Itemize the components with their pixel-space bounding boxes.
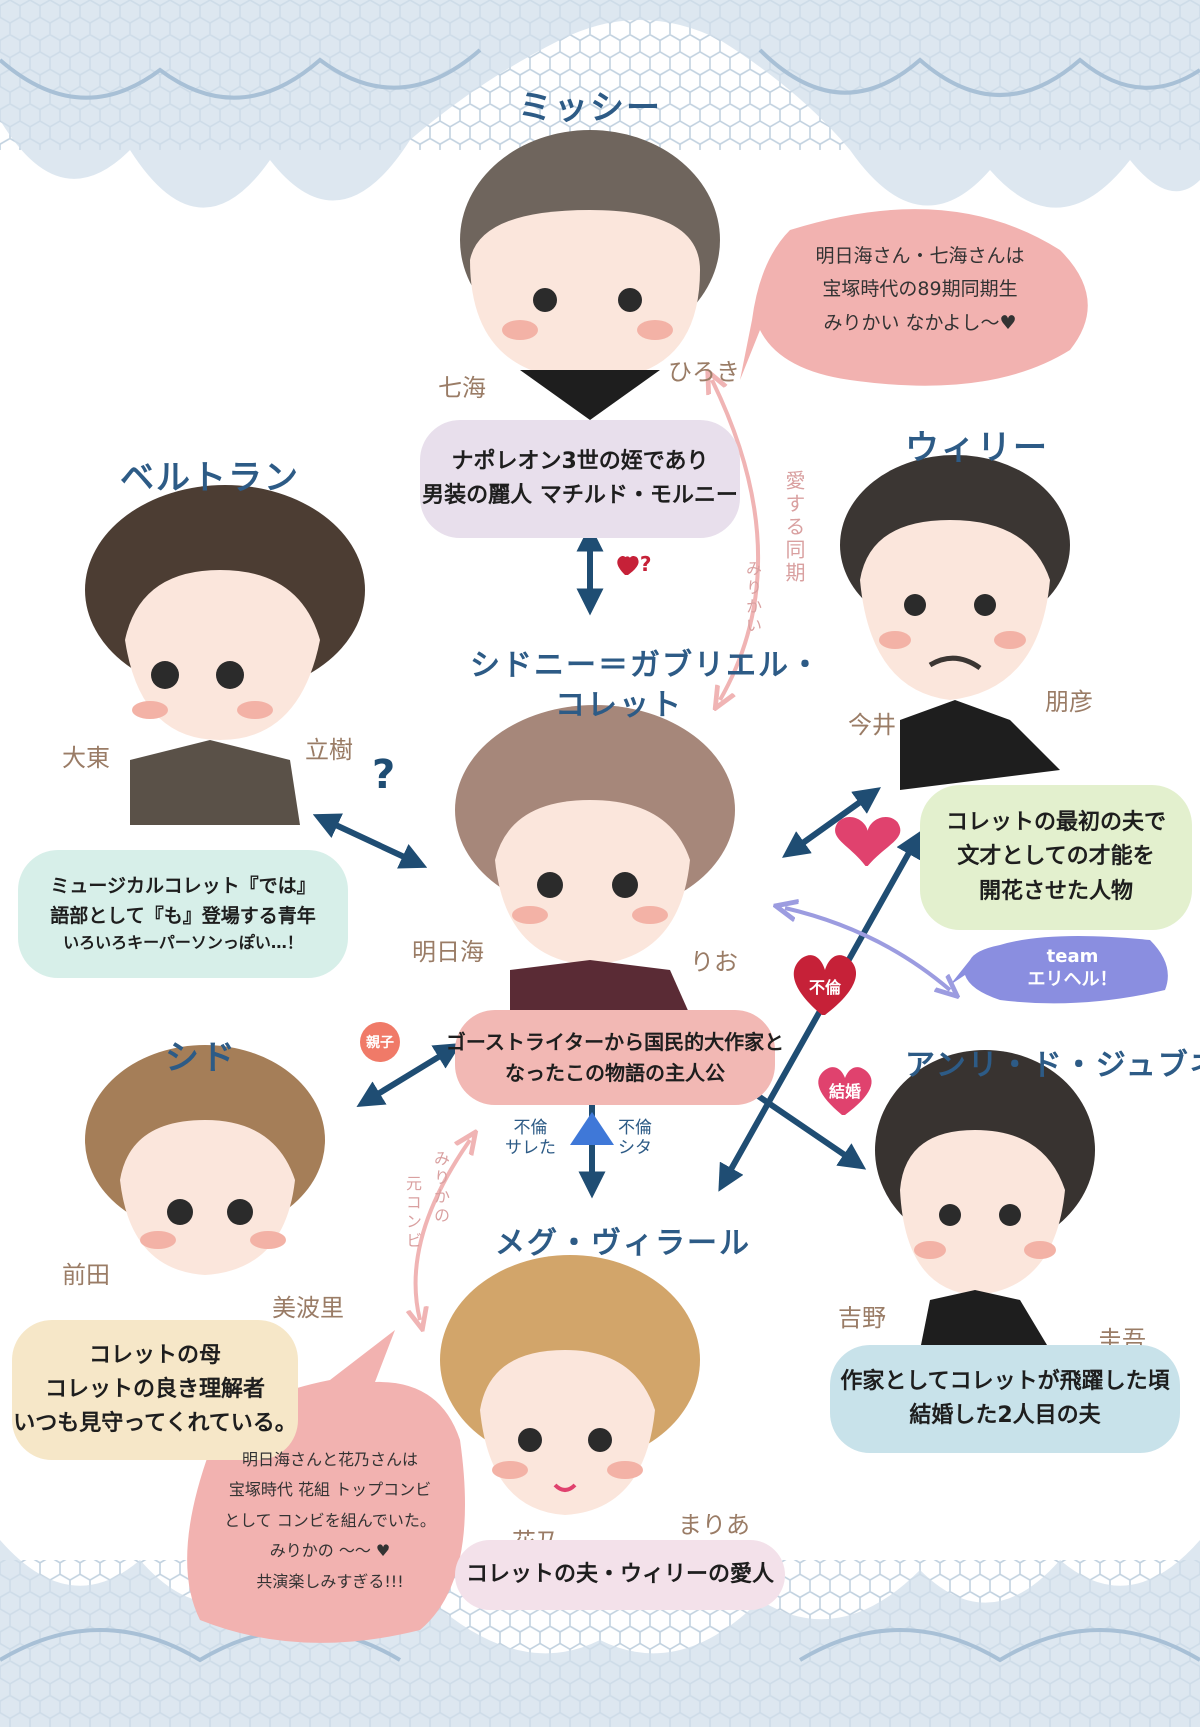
name-willy: ウィリー bbox=[905, 428, 1049, 468]
name-sido: シド bbox=[165, 1038, 237, 1078]
label-furin-sareta: 不倫 サレた bbox=[505, 1118, 556, 1159]
label-oyako: 親子 bbox=[366, 1035, 394, 1051]
desc-bertrand-line1: ミュージカルコレット『では』 bbox=[50, 875, 316, 898]
desc-willy-line3: 開花させた人物 bbox=[978, 878, 1133, 904]
desc-henri-line1: 作家としてコレットが飛躍した頃 bbox=[840, 1368, 1170, 1394]
heart-kekkon-top bbox=[835, 816, 901, 866]
label-love-question: ♥? bbox=[622, 552, 652, 576]
note-doki-line2: 宝塚時代の89期同期生 bbox=[822, 278, 1018, 301]
desc-sido-line1: コレットの母 bbox=[88, 1342, 221, 1368]
actor-henri-last: 吉野 bbox=[838, 1304, 886, 1332]
name-colette-line2: コレット bbox=[555, 688, 683, 723]
portrait-missy bbox=[460, 130, 720, 420]
desc-willy-line1: コレットの最初の夫で bbox=[945, 810, 1166, 836]
label-furin-sareta-line1: 不倫 bbox=[513, 1118, 548, 1138]
desc-willy-line2: 文才としての才能を bbox=[957, 844, 1155, 870]
note-team: team エリヘル！ bbox=[985, 945, 1160, 992]
desc-bertrand: ミュージカルコレット『では』 語部として『も』登場する青年 いろいろキーパーソン… bbox=[18, 850, 348, 978]
label-furin: 不倫 bbox=[808, 978, 841, 997]
combi-arrow bbox=[416, 1140, 470, 1320]
note-doki-line1: 明日海さん・七海さんは bbox=[815, 245, 1025, 267]
desc-colette-line1: ゴーストライターから国民的大作家と bbox=[445, 1029, 785, 1054]
portrait-meg bbox=[440, 1255, 700, 1515]
actor-meg-first: まりあ bbox=[678, 1511, 750, 1539]
desc-sido-line3: いつも見守ってくれている。 bbox=[13, 1411, 297, 1437]
actor-bertrand-first: 立樹 bbox=[305, 736, 353, 764]
desc-missy-line1: ナポレオン3世の姪であり bbox=[451, 448, 709, 474]
label-mirika: みりかの bbox=[431, 1150, 450, 1226]
team-arrow bbox=[785, 908, 950, 990]
heart-furin bbox=[793, 955, 857, 1015]
name-colette-line1: シドニー＝ガブリエル・ bbox=[470, 648, 822, 683]
note-combi-line3: として コンビを組んでいた。 bbox=[224, 1510, 436, 1530]
lace-top bbox=[0, 0, 1200, 208]
desc-meg-line1: コレットの夫・ウィリーの愛人 bbox=[465, 1561, 774, 1587]
desc-willy: コレットの最初の夫で 文才としての才能を 開花させた人物 bbox=[920, 785, 1192, 930]
label-kekkon-bottom: 結婚 bbox=[828, 1082, 861, 1101]
portrait-colette bbox=[455, 705, 735, 1015]
actor-missy-first: ひろき bbox=[668, 358, 740, 386]
actor-bertrand-last: 大東 bbox=[62, 744, 110, 772]
desc-colette-line2: なったこの物語の主人公 bbox=[505, 1060, 725, 1085]
desc-sido-line2: コレットの良き理解者 bbox=[44, 1376, 265, 1402]
note-team-line2: エリヘル！ bbox=[1027, 969, 1118, 991]
small-heart bbox=[617, 555, 639, 575]
desc-missy-line2: 男装の麗人 マチルド・モルニー bbox=[422, 483, 738, 508]
desc-meg: コレットの夫・ウィリーの愛人 bbox=[455, 1540, 785, 1610]
actor-sido-last: 前田 bbox=[62, 1261, 110, 1289]
actor-willy-last: 今井 bbox=[848, 711, 896, 739]
label-question: ? bbox=[372, 752, 396, 798]
portrait-henri bbox=[875, 1050, 1095, 1350]
label-furin-shita: 不倫 シタ bbox=[618, 1118, 652, 1159]
name-bertrand: ベルトラン bbox=[120, 458, 300, 498]
actor-missy-last: 七海 bbox=[438, 374, 486, 402]
desc-henri: 作家としてコレットが飛躍した頃 結婚した2人目の夫 bbox=[830, 1345, 1180, 1453]
note-combi-line1: 明日海さんと花乃さんは bbox=[241, 1450, 418, 1469]
actor-sido-first: 美波里 bbox=[272, 1294, 344, 1322]
name-meg: メグ・ヴィラール bbox=[495, 1226, 751, 1261]
label-doki-line: 愛する同期 bbox=[782, 470, 806, 585]
note-team-shape bbox=[950, 936, 1168, 1004]
portrait-sido bbox=[85, 1045, 325, 1275]
note-combi-line2: 宝塚時代 花組 トップコンビ bbox=[228, 1480, 432, 1500]
note-doki: 明日海さん・七海さんは 宝塚時代の89期同期生 みりかい なかよし〜♥ bbox=[780, 240, 1060, 340]
label-furin-shita-line2: シタ bbox=[618, 1138, 652, 1159]
desc-henri-line2: 結婚した2人目の夫 bbox=[909, 1403, 1101, 1428]
doki-arrow bbox=[712, 380, 761, 700]
desc-sido: コレットの母 コレットの良き理解者 いつも見守ってくれている。 bbox=[12, 1320, 298, 1460]
note-team-line1: team bbox=[1046, 946, 1099, 967]
name-henri: アンリ・ド・ジュブネル bbox=[905, 1048, 1200, 1083]
desc-bertrand-line2: 語部として『も』登場する青年 bbox=[50, 904, 316, 927]
note-combi-line4: みりかの 〜〜 ♥ bbox=[269, 1541, 391, 1561]
label-furin-shita-line1: 不倫 bbox=[618, 1118, 652, 1138]
actor-colette-last: 明日海 bbox=[412, 938, 484, 966]
name-missy: ミッシー bbox=[518, 88, 662, 128]
heart-kekkon-bottom bbox=[818, 1067, 872, 1115]
desc-missy: ナポレオン3世の姪であり 男装の麗人 マチルド・モルニー bbox=[420, 420, 740, 538]
label-moto-combi: 元コンビ bbox=[403, 1175, 422, 1251]
note-combi-line5: 共演楽しみすぎる!!! bbox=[256, 1571, 404, 1591]
label-kekkon-top: 結婚 bbox=[781, 767, 814, 786]
heart-oyako bbox=[360, 1022, 400, 1062]
blue-triangle bbox=[570, 1112, 614, 1145]
label-mirikai: みりかい bbox=[743, 560, 762, 636]
label-furin-sareta-line2: サレた bbox=[505, 1138, 556, 1159]
note-combi: 明日海さんと花乃さんは 宝塚時代 花組 トップコンビ として コンビを組んでいた… bbox=[195, 1445, 465, 1597]
actor-colette-first: りお bbox=[690, 948, 738, 976]
desc-colette: ゴーストライターから国民的大作家と なったこの物語の主人公 bbox=[446, 1010, 784, 1105]
note-doki-shape bbox=[740, 209, 1088, 386]
actor-willy-first: 朋彦 bbox=[1045, 688, 1093, 716]
note-doki-line3: みりかい なかよし〜♥ bbox=[823, 311, 1017, 334]
portrait-willy bbox=[840, 455, 1070, 790]
desc-bertrand-line3: いろいろキーパーソンっぽい…！ bbox=[63, 933, 303, 953]
portrait-bertrand bbox=[85, 485, 365, 825]
